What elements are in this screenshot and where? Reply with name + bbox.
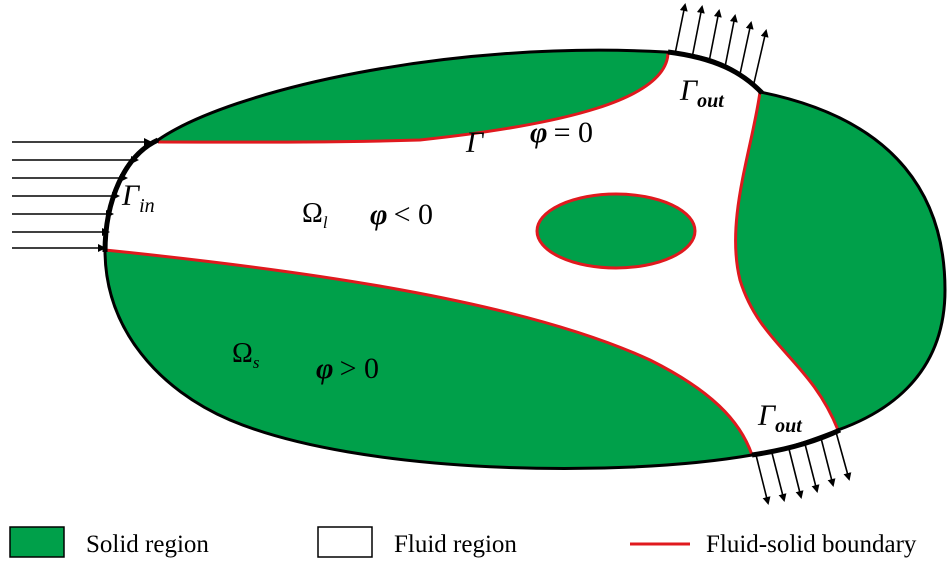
gamma-out-top-sub: out	[697, 90, 725, 112]
gamma-in-sub: in	[139, 195, 155, 217]
solid-inclusion	[535, 192, 697, 270]
inlet-arrows	[12, 138, 152, 252]
legend-fluid-swatch	[317, 526, 373, 558]
phi-positive-label: φ> 0	[316, 352, 379, 385]
legend-solid-label: Solid region	[86, 531, 209, 558]
solid-region-bottom	[105, 250, 752, 469]
gamma-out-bottom-sub: out	[775, 415, 803, 437]
omega-fluid-label: Ωl	[302, 198, 328, 232]
phi-zero-label: φ= 0	[530, 116, 593, 149]
outlet-arrows-bottom	[755, 431, 852, 505]
boundary-bottom	[104, 248, 754, 456]
omega-solid-label: Ωs	[232, 338, 260, 372]
outlet-arrows-top	[674, 3, 769, 84]
solid-region-right	[735, 92, 945, 430]
domain-outline	[103, 48, 947, 471]
solid-region-top	[158, 50, 668, 143]
boundary-top	[157, 51, 670, 144]
boundary-right	[734, 91, 840, 431]
outlet-boundary-bottom	[751, 427, 842, 458]
legend-solid-swatch	[9, 526, 65, 558]
gamma-in-label: Γin	[121, 179, 155, 217]
legend-boundary-label: Fluid-solid boundary	[706, 531, 917, 558]
gamma-out-top-label: Γout	[679, 74, 725, 112]
phi-negative-label: φ< 0	[370, 198, 433, 231]
legend-fluid-label: Fluid region	[394, 531, 517, 558]
interface-gamma-label: Γ	[465, 126, 485, 159]
legend: Solid region Fluid region Fluid-solid bo…	[9, 526, 917, 558]
gamma-out-bottom-label: Γout	[757, 399, 803, 437]
